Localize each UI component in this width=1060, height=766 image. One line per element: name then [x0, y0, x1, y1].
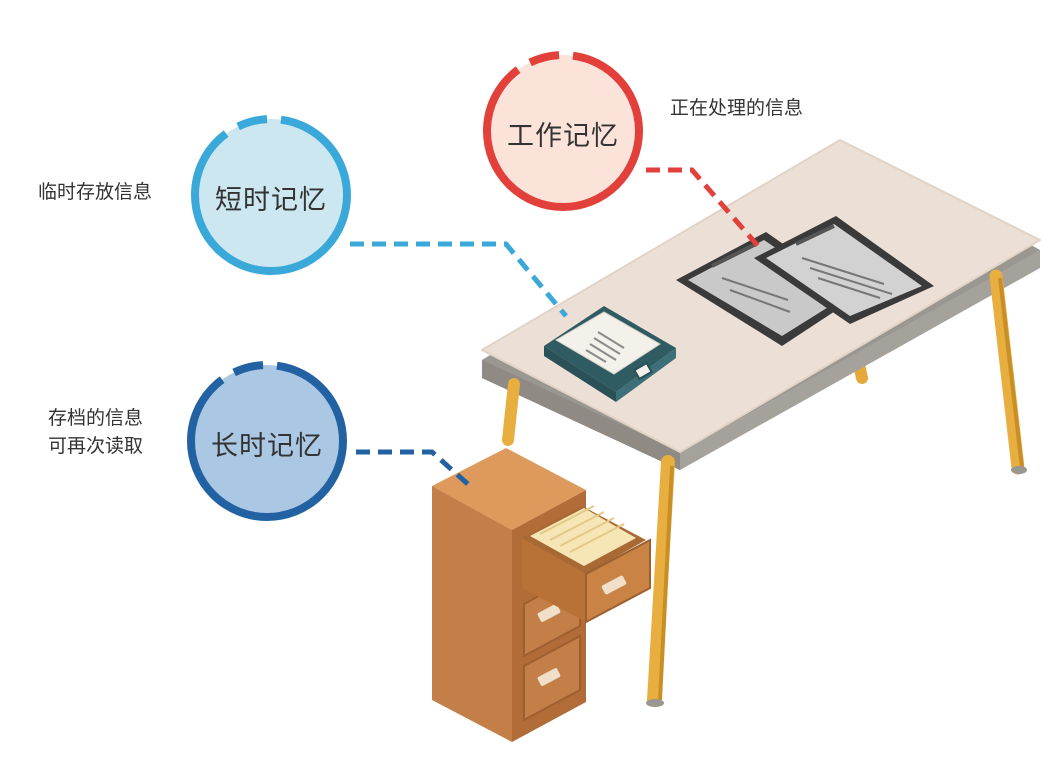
working-memory-circle [483, 51, 643, 211]
short-term-memory-connector [350, 241, 568, 318]
long-term-memory-note-line: 存档的信息 [48, 407, 144, 429]
working-memory-connector [646, 167, 760, 248]
short-term-memory-note: 临时存放信息 [38, 181, 153, 203]
document-tray [544, 306, 676, 402]
long-term-memory-note: 存档的信息 可再次读取 [48, 404, 143, 460]
long-term-memory-circle [187, 361, 347, 521]
clipboards [676, 216, 934, 346]
long-term-memory-label: 长时记忆 [211, 431, 323, 462]
long-term-memory-note-line: 可再次读取 [48, 435, 144, 457]
filing-cabinet [432, 448, 651, 742]
short-term-memory-label: 短时记忆 [215, 185, 327, 216]
long-term-memory-connector [356, 449, 472, 488]
working-memory-label: 工作记忆 [507, 121, 619, 152]
short-term-memory-circle [191, 115, 351, 275]
working-memory-note: 正在处理的信息 [670, 97, 804, 119]
